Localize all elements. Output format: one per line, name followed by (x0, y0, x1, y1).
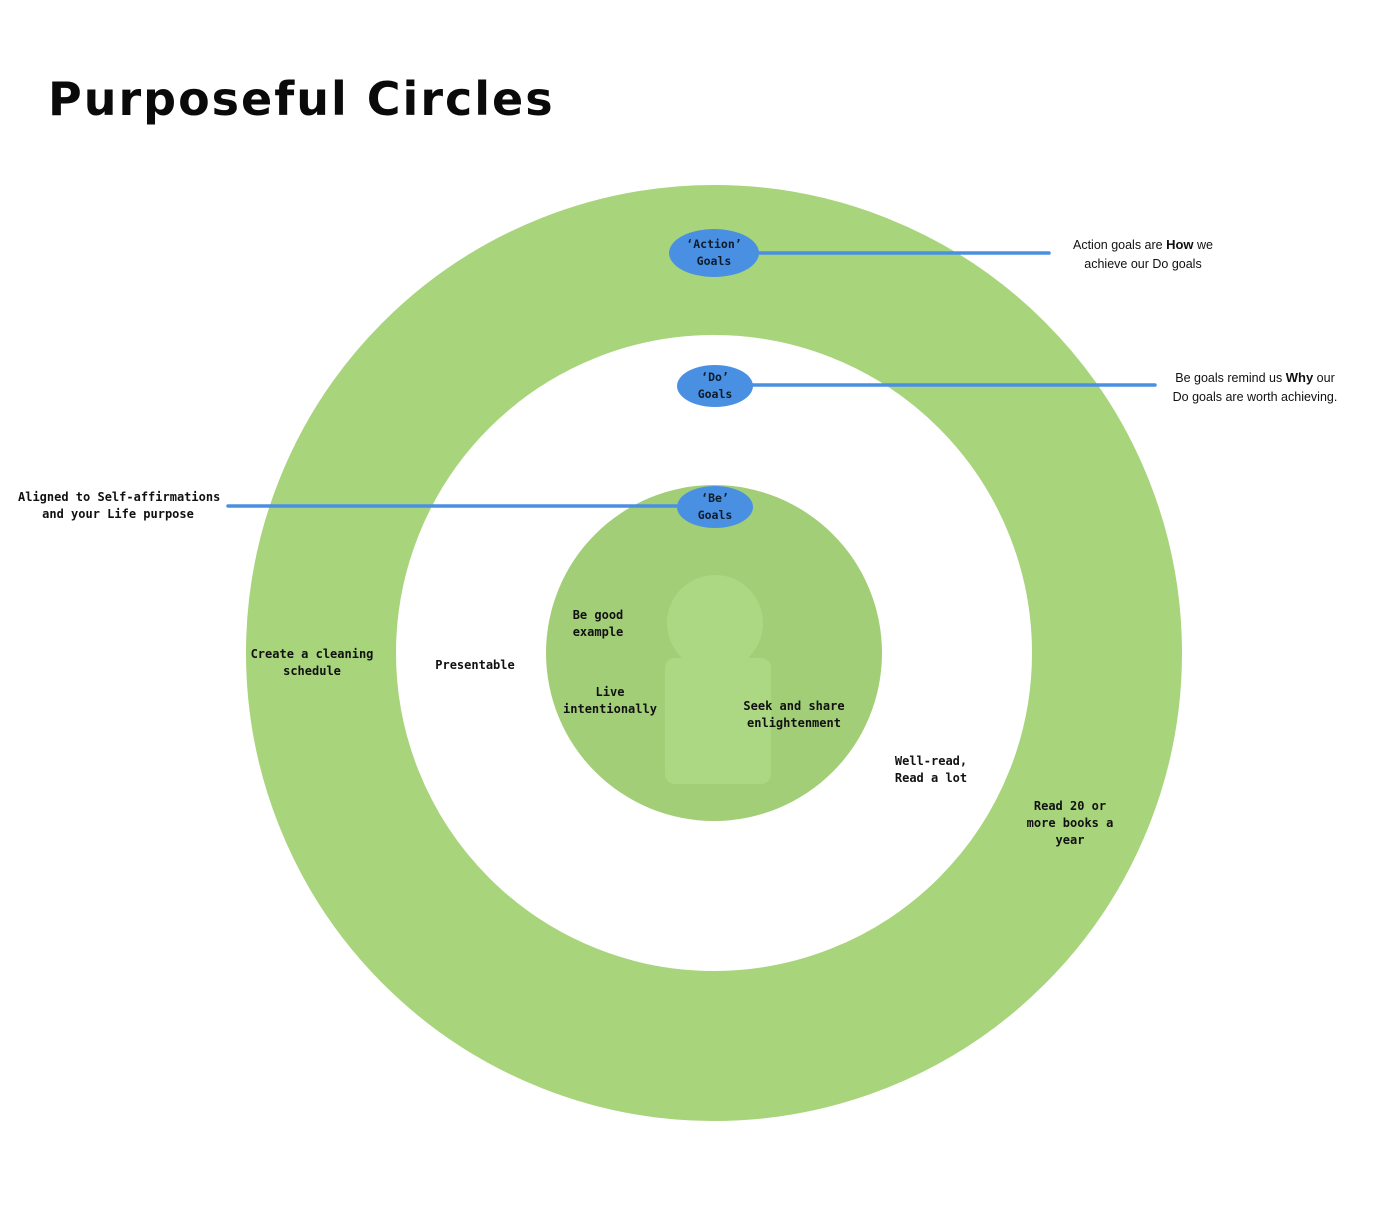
presentable-label: Presentable (425, 657, 525, 674)
action-goals-note: Action goals are How we achieve our Do g… (1060, 235, 1226, 274)
do-goals-badge (677, 365, 753, 407)
live-intentionally-label: Live intentionally (560, 684, 660, 718)
read-20-books-line1: Read 20 or (1033, 799, 1107, 813)
do-note-emphasis: Why (1285, 370, 1314, 385)
action-goals-badge-line1: ‘Action’ (686, 237, 742, 251)
cleaning-schedule-line2: schedule (283, 664, 341, 678)
do-goals-note: Be goals remind us Why our Do goals are … (1160, 368, 1350, 407)
well-read-label: Well-read, Read a lot (886, 753, 976, 787)
do-goals-badge-label: ‘Do’ Goals (698, 369, 733, 403)
presentable-line1: Presentable (435, 658, 515, 672)
read-20-books-label: Read 20 or more books a year (1020, 798, 1120, 849)
read-20-books-line3: year (1055, 833, 1085, 847)
seek-enlightenment-label: Seek and share enlightenment (734, 698, 854, 732)
action-goals-note-line1: Action goals are How we (1060, 235, 1226, 255)
action-goals-badge-line2: Goals (696, 254, 732, 268)
be-good-example-line1: Be good (572, 608, 624, 622)
be-goals-note: Aligned to Self-affirmations and your Li… (18, 489, 221, 523)
be-goals-badge-line1: ‘Be’ (701, 491, 729, 505)
person-icon (665, 575, 771, 784)
do-goals-badge-line1: ‘Do’ (701, 370, 729, 384)
person-body-shape (665, 658, 771, 784)
action-goals-note-line2: achieve our Do goals (1084, 257, 1202, 271)
live-intentionally-line2: intentionally (563, 702, 657, 716)
do-note-post: our (1313, 371, 1335, 385)
be-goals-note-line2: and your Life purpose (42, 507, 194, 521)
do-note-pre: Be goals remind us (1175, 371, 1286, 385)
cleaning-schedule-label: Create a cleaning schedule (247, 646, 377, 680)
action-note-emphasis: How (1166, 237, 1194, 252)
live-intentionally-line1: Live (595, 685, 625, 699)
be-goals-badge-line2: Goals (697, 508, 733, 522)
be-good-example-line2: example (572, 625, 624, 639)
seek-enlightenment-line1: Seek and share (743, 699, 845, 713)
do-goals-note-line1: Be goals remind us Why our (1160, 368, 1350, 388)
be-goals-note-line1: Aligned to Self-affirmations (18, 490, 221, 504)
be-goals-badge (677, 486, 753, 528)
action-note-post: we (1193, 238, 1213, 252)
seek-enlightenment-line2: enlightenment (747, 716, 841, 730)
diagram-title: Purposeful Circles (48, 72, 555, 126)
action-note-pre: Action goals are (1072, 238, 1167, 252)
cleaning-schedule-line1: Create a cleaning (250, 647, 374, 661)
action-goals-badge (669, 229, 759, 277)
be-goals-badge-label: ‘Be’ Goals (698, 490, 733, 524)
well-read-line1: Well-read, (894, 754, 968, 768)
do-goals-note-line2: Do goals are worth achieving. (1172, 390, 1338, 404)
well-read-line2: Read a lot (894, 771, 968, 785)
be-good-example-label: Be good example (558, 607, 638, 641)
do-goals-badge-line2: Goals (697, 387, 733, 401)
read-20-books-line2: more books a (1026, 816, 1114, 830)
person-head-shape (667, 575, 763, 671)
action-goals-badge-label: ‘Action’ Goals (686, 236, 741, 270)
